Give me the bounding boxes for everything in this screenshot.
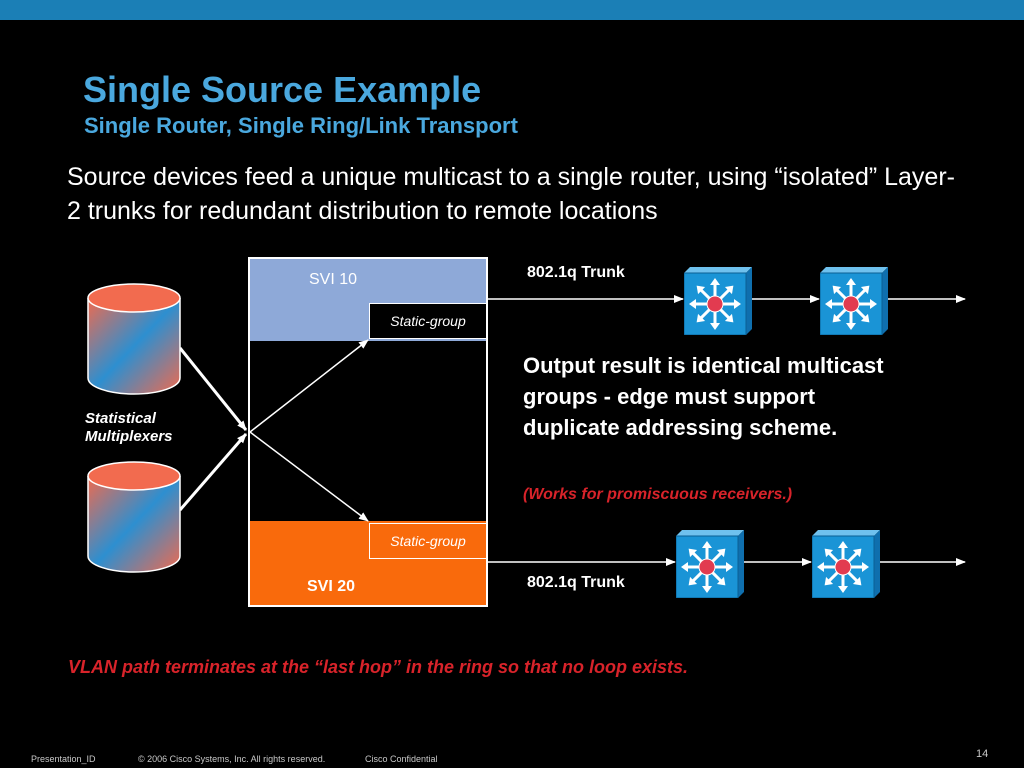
- multilayer-switch-icon: [675, 530, 744, 599]
- arrow-source1-to-router: [178, 347, 248, 431]
- output-result-text: Output result is identical multicast gro…: [523, 353, 884, 440]
- router-box: [248, 257, 488, 607]
- static-group-bottom: Static-group: [369, 523, 487, 559]
- trunk-label-bottom: 802.1q Trunk: [527, 574, 625, 591]
- static-group-top: Static-group: [369, 303, 487, 339]
- vlan-path-note: VLAN path terminates at the “last hop” i…: [68, 657, 689, 677]
- cylinder-database-icon: [87, 461, 181, 573]
- footer-presentation-id: Presentation_ID: [31, 754, 96, 764]
- slide-subtitle: Single Router, Single Ring/Link Transpor…: [84, 113, 518, 138]
- svi-20-label: SVI 20: [307, 578, 356, 595]
- slide-title: Single Source Example: [83, 69, 482, 110]
- works-for-note: (Works for promiscuous receivers.): [523, 486, 793, 503]
- footer-confidential: Cisco Confidential: [365, 754, 438, 764]
- top-accent-bar: [0, 0, 1024, 20]
- svi-10-label: SVI 10: [309, 271, 358, 288]
- intro-text: Source devices feed a unique multicast t…: [67, 163, 955, 225]
- multilayer-switch-icon: [683, 267, 752, 336]
- multilayer-switch-icon: [811, 530, 880, 599]
- source-label: Statistical Multiplexers: [85, 410, 173, 446]
- source-label-line1: Statistical: [85, 410, 156, 427]
- page-number: 14: [976, 748, 989, 760]
- trunk-label-top: 802.1q Trunk: [527, 264, 625, 281]
- multilayer-switch-icon: [819, 267, 888, 336]
- source-label-line2: Multiplexers: [85, 428, 173, 445]
- footer-copyright: © 2006 Cisco Systems, Inc. All rights re…: [138, 754, 326, 764]
- arrow-to-static-group-bottom: [249, 431, 369, 522]
- arrow-source2-to-router: [178, 433, 248, 511]
- arrow-to-static-group-top: [249, 339, 369, 433]
- cylinder-database-icon: [87, 283, 181, 395]
